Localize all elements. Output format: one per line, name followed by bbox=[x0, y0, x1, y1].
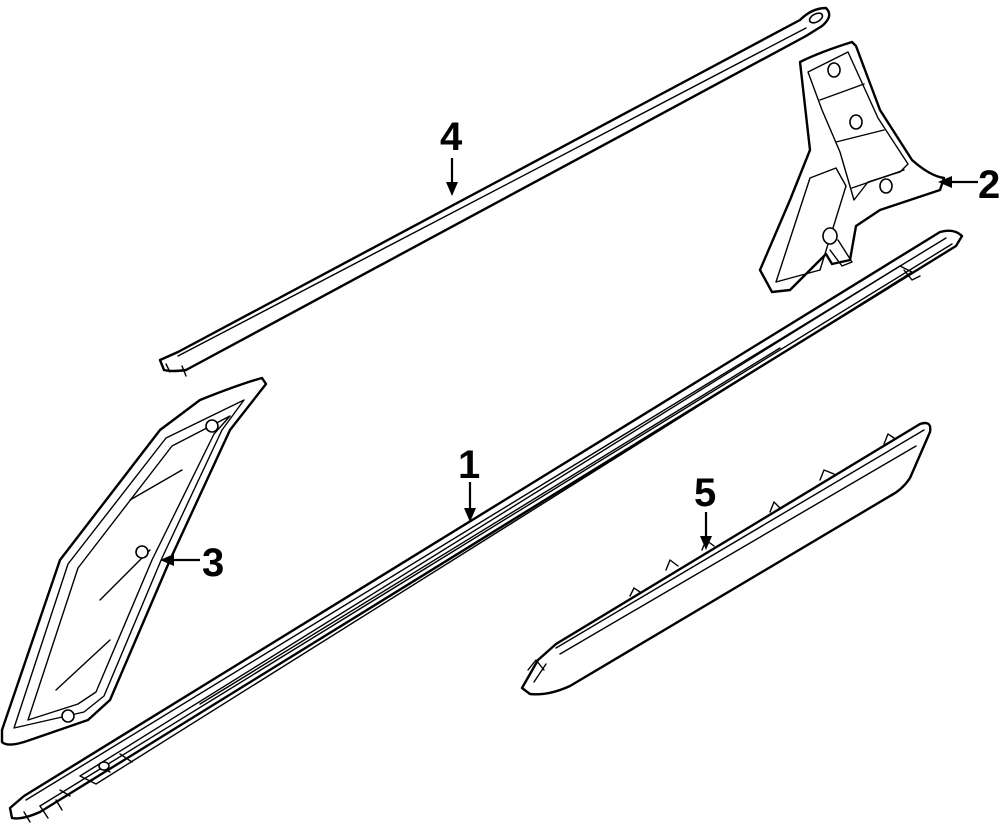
part-4-roof-molding[interactable] bbox=[158, 6, 831, 377]
part-3-a-pillar-trim[interactable] bbox=[0, 376, 268, 746]
callout-2[interactable]: 2 bbox=[978, 163, 1000, 207]
callout-3[interactable]: 3 bbox=[202, 541, 224, 585]
callout-1[interactable]: 1 bbox=[458, 443, 480, 487]
part-2-pillar-trim[interactable] bbox=[758, 40, 946, 294]
part-1-sill-molding[interactable] bbox=[8, 229, 964, 823]
callout-arrow-5 bbox=[700, 512, 712, 550]
callout-4[interactable]: 4 bbox=[440, 115, 463, 159]
callout-arrow-4 bbox=[446, 158, 458, 196]
part-5-side-garnish[interactable] bbox=[520, 421, 932, 696]
callout-5[interactable]: 5 bbox=[694, 471, 716, 515]
callout-arrow-3 bbox=[160, 554, 200, 566]
callout-arrow-1 bbox=[464, 482, 476, 522]
callout-arrow-2 bbox=[938, 176, 978, 188]
